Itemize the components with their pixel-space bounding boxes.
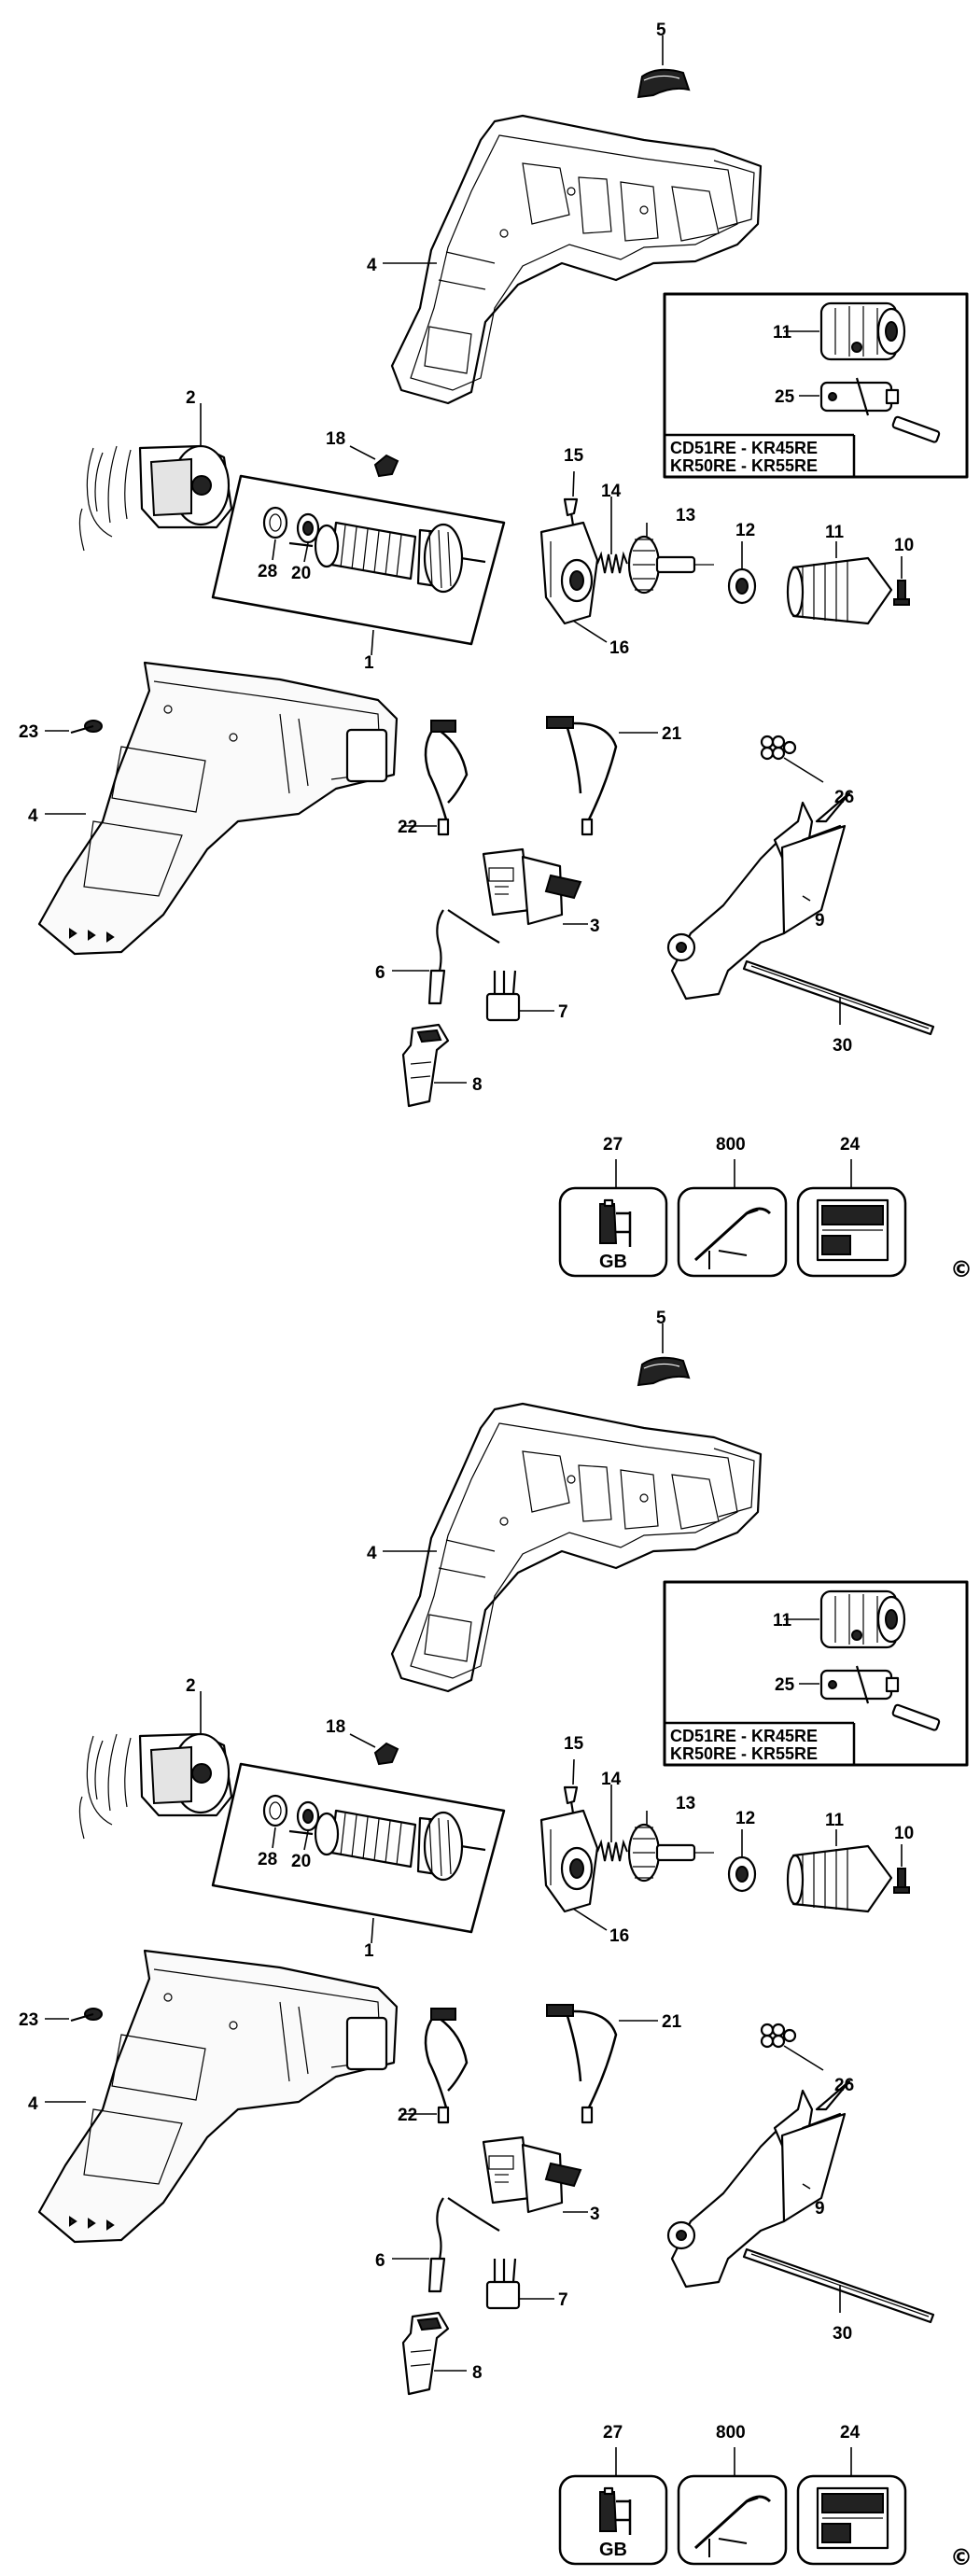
model-line-2: KR50RE - KR55RE xyxy=(670,1744,818,1763)
callout-26: 26 xyxy=(834,788,854,807)
callout-7: 7 xyxy=(558,1002,568,1022)
callout-27: 27 xyxy=(603,2423,623,2443)
callout-15: 15 xyxy=(564,446,584,466)
callout-20: 20 xyxy=(291,1852,311,1871)
callout-25: 25 xyxy=(775,387,795,407)
callout-12: 12 xyxy=(735,521,755,540)
exploded-diagram-section-2: 5 4 11 25 CD51RE - KR45RE KR50RE - KR55R… xyxy=(19,1309,973,2570)
callout-10: 10 xyxy=(894,1824,914,1843)
callout-28: 28 xyxy=(258,1850,277,1869)
callout-13: 13 xyxy=(676,1794,695,1813)
copyright-mark: © xyxy=(950,1256,973,1282)
callout-24: 24 xyxy=(840,1135,861,1155)
callout-5: 5 xyxy=(656,1309,666,1328)
model-line-2: KR50RE - KR55RE xyxy=(670,456,818,475)
callout-25: 25 xyxy=(775,1675,795,1695)
callout-1: 1 xyxy=(364,653,374,673)
callout-18: 18 xyxy=(326,429,345,449)
callout-21: 21 xyxy=(662,724,682,744)
callout-800: 800 xyxy=(716,1135,746,1155)
callout-3: 3 xyxy=(590,2205,600,2224)
callout-4-lower: 4 xyxy=(28,2094,38,2114)
callout-11-keyless: 11 xyxy=(825,1811,845,1830)
callout-22: 22 xyxy=(398,818,417,837)
callout-7: 7 xyxy=(558,2290,568,2310)
callout-13: 13 xyxy=(676,506,695,525)
callout-20: 20 xyxy=(291,564,311,583)
callout-30: 30 xyxy=(833,2324,852,2344)
callout-15: 15 xyxy=(564,1734,584,1754)
callout-11-keyed: 11 xyxy=(773,1611,792,1631)
callout-16: 16 xyxy=(609,1926,629,1946)
callout-4-lower: 4 xyxy=(28,806,38,826)
callout-14: 14 xyxy=(601,482,622,501)
callout-18: 18 xyxy=(326,1717,345,1737)
model-line-1: CD51RE - KR45RE xyxy=(670,1727,818,1745)
callout-27: 27 xyxy=(603,1135,623,1155)
callout-4-upper: 4 xyxy=(367,1544,377,1563)
callout-21: 21 xyxy=(662,2012,682,2032)
callout-2: 2 xyxy=(186,388,196,408)
callout-4-upper: 4 xyxy=(367,256,377,275)
callout-22: 22 xyxy=(398,2106,417,2125)
callout-11-keyless: 11 xyxy=(825,523,845,542)
callout-800: 800 xyxy=(716,2423,746,2443)
callout-3: 3 xyxy=(590,917,600,936)
callout-6: 6 xyxy=(375,2251,385,2271)
callout-1: 1 xyxy=(364,1941,374,1961)
callout-14: 14 xyxy=(601,1770,622,1789)
callout-6: 6 xyxy=(375,963,385,983)
plug-label-gb: GB xyxy=(599,1252,627,1272)
callout-2: 2 xyxy=(186,1676,196,1696)
callout-11-keyed: 11 xyxy=(773,323,792,343)
plug-label-gb: GB xyxy=(599,2540,627,2560)
callout-12: 12 xyxy=(735,1809,755,1828)
callout-9: 9 xyxy=(815,911,825,931)
callout-24: 24 xyxy=(840,2423,861,2443)
callout-16: 16 xyxy=(609,638,629,658)
callout-5: 5 xyxy=(656,21,666,40)
callout-9: 9 xyxy=(815,2199,825,2219)
callout-8: 8 xyxy=(472,1075,483,1095)
callout-30: 30 xyxy=(833,1036,852,1056)
callout-10: 10 xyxy=(894,536,914,555)
callout-8: 8 xyxy=(472,2363,483,2383)
callout-23: 23 xyxy=(19,2010,38,2030)
copyright-mark: © xyxy=(950,2544,973,2570)
callout-23: 23 xyxy=(19,722,38,742)
callout-26: 26 xyxy=(834,2076,854,2095)
model-line-1: CD51RE - KR45RE xyxy=(670,439,818,457)
callout-28: 28 xyxy=(258,562,277,581)
exploded-diagram-section-1: 5 4 11 25 CD51RE - KR45RE KR50RE - KR55R… xyxy=(19,21,973,1282)
